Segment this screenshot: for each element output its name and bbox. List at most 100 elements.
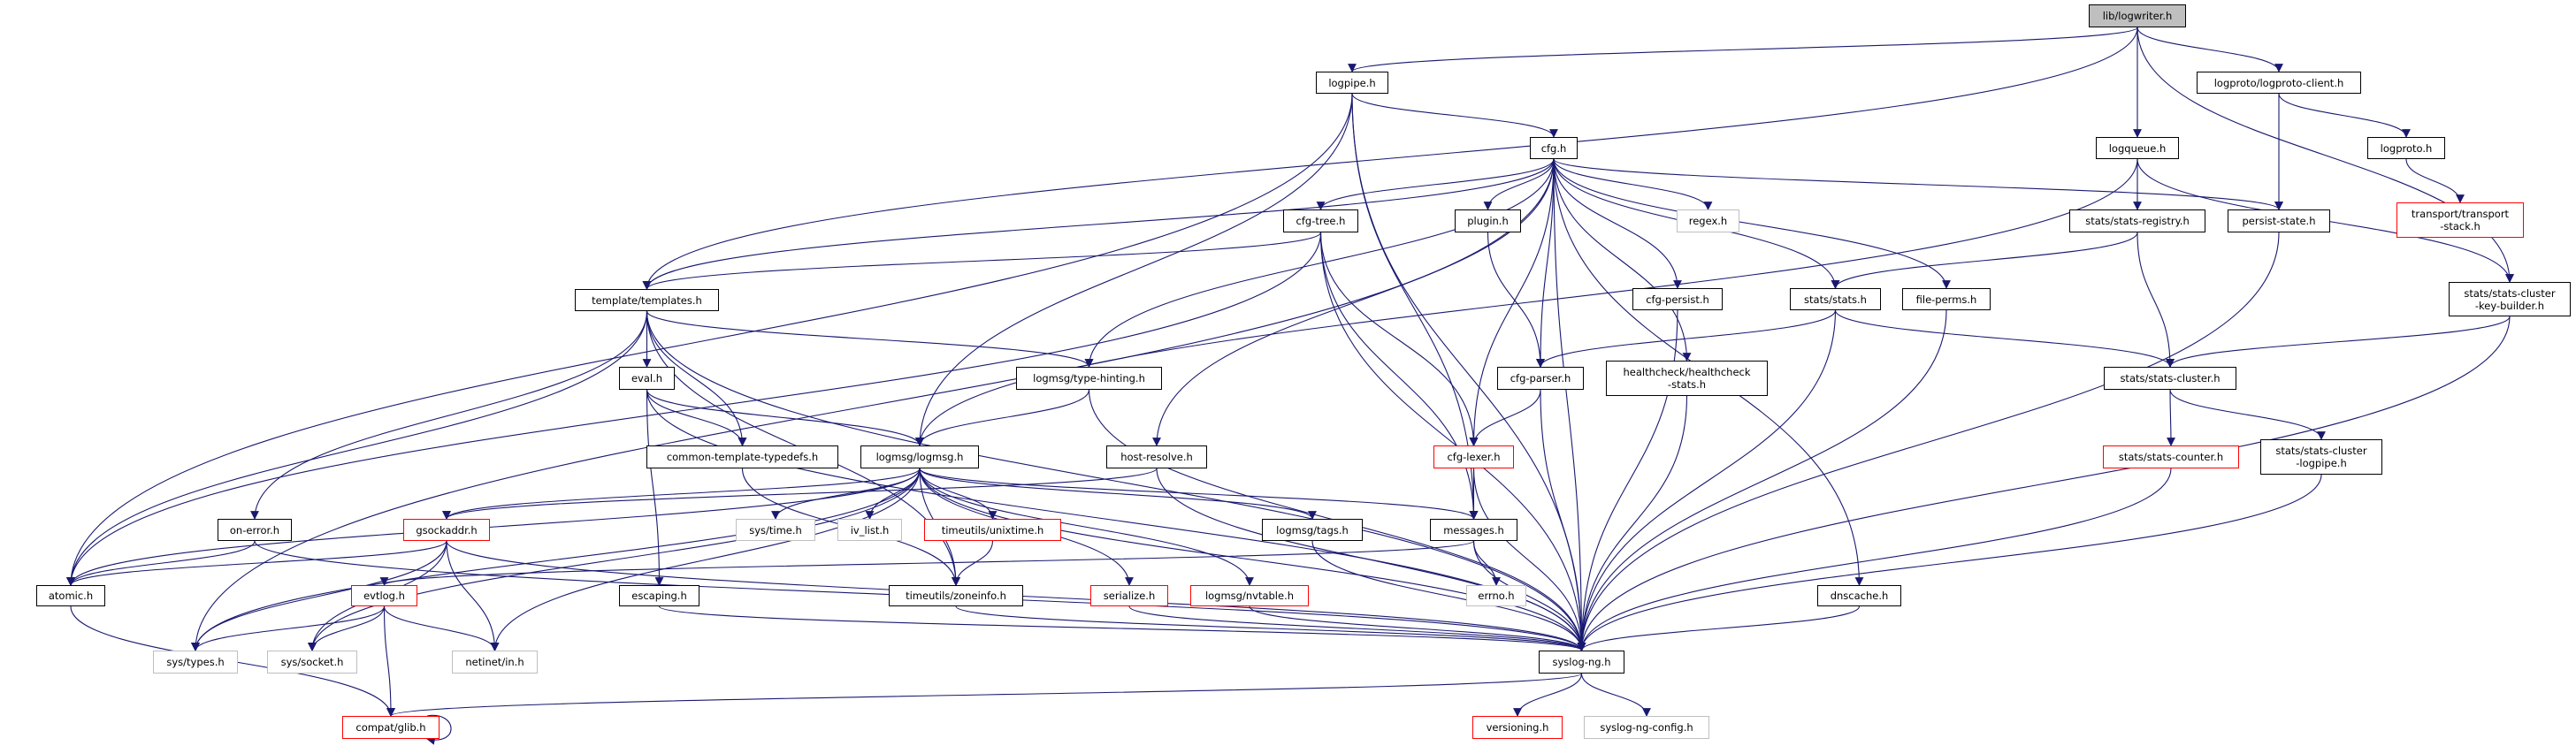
edge-cfg_tree-to-cfg_lexer [1319,232,1479,446]
graph-node-key-builder[interactable]: stats/stats-cluster -key-builder.h [2449,282,2571,316]
graph-node-stats-cluster[interactable]: stats/stats-cluster.h [2104,367,2236,390]
graph-node-glib[interactable]: compat/glib.h [342,716,440,739]
graph-node-eval[interactable]: eval.h [619,367,675,390]
edge-plugin-to-cfg_parser [1487,232,1545,368]
edge-templates-to-common_typedefs [646,310,747,446]
graph-node-sys-types[interactable]: sys/types.h [153,651,238,674]
edge-cfg-to-host_resolve [1152,158,1555,446]
graph-node-zoneinfo[interactable]: timeutils/zoneinfo.h [889,585,1023,606]
edge-evtlog-to-sys_types [191,605,386,651]
graph-node-plugin[interactable]: plugin.h [1455,209,1521,232]
edge-messages-to-syslog_ng [1472,540,1586,651]
edge-cfg-to-cfg_persist [1553,158,1682,289]
graph-node-versioning[interactable]: versioning.h [1472,716,1563,739]
edge-unixtime-to-zoneinfo [952,540,994,586]
graph-node-logproto-client[interactable]: logproto/logproto-client.h [2197,72,2361,94]
edge-file_perms-to-syslog_ng [1577,309,1947,651]
edge-cfg_tree-to-syslog_ng [1319,232,1586,651]
graph-node-sys-time[interactable]: sys/time.h [736,519,815,541]
edge-stats-to-cfg_parser [1536,309,1837,368]
edge-escaping-to-syslog_ng [658,605,1586,651]
edge-logwriter-to-logproto_client [2136,27,2283,72]
graph-node-stats-registry[interactable]: stats/stats-registry.h [2069,209,2205,232]
edge-cfg-to-syslog_ng [1553,158,1586,651]
edge-stats_counter-to-syslog_ng [1577,468,2172,651]
graph-node-sys-socket[interactable]: sys/socket.h [267,651,357,674]
graph-node-dnscache[interactable]: dnscache.h [1817,585,1901,606]
edge-cfg_lexer-to-syslog_ng [1472,468,1586,651]
graph-node-logmsg[interactable]: logmsg/logmsg.h [860,445,979,468]
graph-node-healthcheck[interactable]: healthcheck/healthcheck -stats.h [1606,361,1768,396]
graph-node-stats-counter[interactable]: stats/stats-counter.h [2103,445,2239,468]
edge-logmsg-to-messages [919,468,1479,520]
edge-cfg_tree-to-messages [1319,232,1479,520]
graph-node-stats[interactable]: stats/stats.h [1790,288,1881,310]
graph-node-netinet[interactable]: netinet/in.h [452,651,538,674]
edge-stats_cluster-to-cluster_logpipe [2169,389,2326,440]
graph-node-persist-state[interactable]: persist-state.h [2228,209,2330,232]
edge-eval-to-escaping [646,389,664,586]
edge-syslog_ng-to-versioning [1513,673,1583,717]
graph-node-messages[interactable]: messages.h [1430,519,1517,541]
edge-logwriter-to-templates [642,27,2138,290]
edge-stats_registry-to-stats_cluster [2136,232,2175,368]
edge-cfg-to-cfg_parser [1536,158,1555,368]
graph-node-host-resolve[interactable]: host-resolve.h [1106,445,1207,468]
graph-node-type-hinting[interactable]: logmsg/type-hinting.h [1016,367,1162,390]
edge-cfg-to-cfg_lexer [1469,158,1555,446]
graph-node-regex[interactable]: regex.h [1677,209,1739,232]
graph-node-syslog-ng-config[interactable]: syslog-ng-config.h [1584,716,1709,739]
edge-logwriter-to-logpipe [1348,27,2138,72]
edge-evtlog-to-sys_socket [308,605,386,651]
graph-node-serialize[interactable]: serialize.h [1090,585,1168,606]
edge-host_resolve-to-syslog_ng [1156,468,1586,651]
graph-node-cfg-tree[interactable]: cfg-tree.h [1283,209,1358,232]
edge-syslog_ng-to-syslog_ng_config [1580,673,1651,717]
edge-logpipe-to-atomic [66,93,1353,586]
edge-cfg-to-regex [1553,158,1713,210]
edge-cfg_tree-to-templates [642,232,1322,290]
graph-node-gsockaddr[interactable]: gsockaddr.h [403,519,490,541]
graph-node-syslog-ng[interactable]: syslog-ng.h [1539,651,1624,674]
edge-logpipe-to-logmsg [915,93,1353,446]
edge-cfg-to-persist_state [1553,158,2283,210]
graph-node-errno[interactable]: errno.h [1466,585,1526,606]
graph-node-evtlog[interactable]: evtlog.h [351,585,417,606]
graph-node-transport-stack[interactable]: transport/transport -stack.h [2396,202,2524,238]
graph-node-file-perms[interactable]: file-perms.h [1902,288,1991,310]
edge-cfg_parser-to-cfg_lexer [1469,389,1541,446]
graph-node-logpipe[interactable]: logpipe.h [1316,72,1388,94]
edge-zoneinfo-to-syslog_ng [955,605,1586,651]
graph-node-logqueue[interactable]: logqueue.h [2096,137,2179,159]
graph-node-escaping[interactable]: escaping.h [619,585,699,606]
graph-node-cfg[interactable]: cfg.h [1530,137,1578,159]
edge-stats-to-syslog_ng [1577,309,1837,651]
graph-node-logwriter[interactable]: lib/logwriter.h [2089,4,2186,27]
graph-node-tags[interactable]: logmsg/tags.h [1262,519,1363,541]
graph-node-common-typedefs[interactable]: common-template-typedefs.h [646,445,838,468]
graph-node-templates[interactable]: template/templates.h [575,289,719,311]
graph-node-iv-list[interactable]: iv_list.h [837,519,902,541]
edge-logpipe-to-cfg [1351,93,1558,138]
edge-gsockaddr-to-netinet [446,540,500,651]
graph-node-cfg-persist[interactable]: cfg-persist.h [1632,288,1723,310]
graph-node-unixtime[interactable]: timeutils/unixtime.h [924,519,1061,541]
edge-logmsg-to-unixtime [919,468,998,520]
graph-node-logproto[interactable]: logproto.h [2367,137,2445,159]
graph-node-cluster-logpipe[interactable]: stats/stats-cluster -logpipe.h [2260,439,2382,475]
graph-node-cfg-lexer[interactable]: cfg-lexer.h [1433,445,1514,468]
edge-templates-to-type_hinting [646,310,1094,368]
edge-logqueue-to-logmsg [915,158,2138,446]
graph-node-cfg-parser[interactable]: cfg-parser.h [1497,367,1584,390]
edge-cfg-to-file_perms [1553,158,1951,289]
graph-node-atomic[interactable]: atomic.h [36,585,105,606]
edge-templates-to-syslog_ng [646,310,1586,651]
edge-key_builder-to-stats_cluster [2166,316,2511,368]
graph-node-nvtable[interactable]: logmsg/nvtable.h [1190,585,1309,606]
graph-node-on-error[interactable]: on-error.h [218,519,292,541]
edge-eval-to-logmsg [646,389,924,446]
edge-logmsg-to-sys_socket [308,468,921,651]
edge-cfg_parser-to-syslog_ng [1540,389,1586,651]
